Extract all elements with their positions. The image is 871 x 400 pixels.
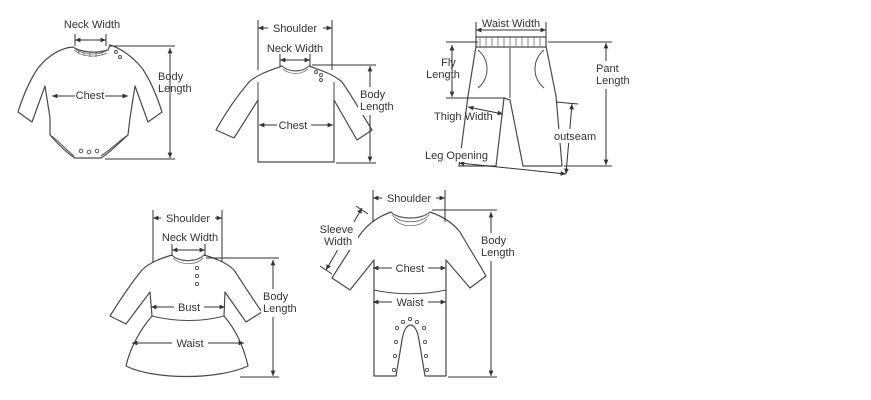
pants-thigh-width-label: Thigh Width — [434, 111, 493, 123]
dress-body-length-measure: Body Length — [206, 257, 301, 378]
sweater-shoulder-button — [319, 78, 323, 82]
dress-button — [194, 273, 200, 279]
pants-fly-length-measure: Fly Length — [426, 41, 505, 99]
dress-shoulder-label: Shoulder — [166, 213, 210, 225]
sweater-shoulder-button — [319, 73, 323, 77]
pants-leg-opening-label: Leg Opening — [425, 150, 488, 162]
sweater-shoulder-button — [314, 70, 318, 74]
dress-neck-width-measure: Neck Width — [162, 232, 218, 256]
pants-fly-length-label: Fly Length — [426, 57, 460, 81]
sweater-shoulder-measure: Shoulder — [257, 20, 333, 70]
bodysuit-button — [78, 148, 84, 154]
dress-figure — [109, 254, 263, 378]
bodysuit-body-length-label: Body Length — [158, 71, 192, 95]
romper-chest-label: Chest — [396, 263, 425, 275]
sweater-neck-width-measure: Neck Width — [267, 43, 323, 66]
pants-pockets — [477, 49, 545, 89]
romper-snap — [400, 319, 406, 325]
romper-collar — [390, 211, 431, 227]
dress-waist-measure: Waist — [132, 336, 244, 350]
romper-body-length-measure: Body Length — [432, 209, 519, 378]
bodysuit-button — [86, 149, 92, 155]
romper-shoulder-label: Shoulder — [387, 193, 431, 205]
pants-waist-width-measure: Waist Width — [475, 18, 547, 38]
romper-sleeve-width-label: Sleeve Width — [320, 224, 357, 248]
romper-snap — [394, 325, 400, 331]
romper-snap — [423, 353, 429, 359]
romper-waist-measure: Waist — [373, 295, 446, 309]
pants-pant-length-label: Pant Length — [596, 63, 630, 87]
bodysuit-shoulder-button — [118, 55, 122, 59]
romper-waist-label: Waist — [396, 297, 423, 309]
pants-thigh-width-measure: Thigh Width — [434, 105, 504, 123]
romper-body-length-label: Body Length — [481, 235, 515, 259]
bodysuit-neck-width-label: Neck Width — [64, 19, 120, 31]
sweater-body-length-label: Body Length — [360, 89, 394, 113]
dress-button — [194, 281, 200, 287]
bodysuit-neck-width-measure: Neck Width — [64, 19, 120, 46]
romper-snap — [414, 319, 420, 325]
dress-body-length-label: Body Length — [263, 291, 297, 315]
pants-waistband — [475, 36, 547, 48]
bodysuit-chest-label: Chest — [76, 90, 105, 102]
dress-bust-measure: Bust — [151, 300, 225, 314]
sweater-collar — [281, 65, 310, 74]
sweater-body-length-measure: Body Length — [312, 64, 396, 164]
romper-snap — [407, 316, 413, 322]
sweater-figure — [215, 65, 373, 163]
romper-snap — [422, 339, 428, 345]
romper-waist-seam — [373, 289, 447, 295]
sweater-neck-width-label: Neck Width — [267, 43, 323, 55]
sweater-outline — [215, 65, 373, 163]
pants-outseam-measure: outseam — [552, 101, 598, 175]
romper-snap — [391, 367, 397, 373]
dress-collar — [171, 254, 205, 265]
romper-shoulder-measure: Shoulder — [372, 190, 446, 222]
bodysuit-button — [94, 148, 100, 154]
dress-shoulder-measure: Shoulder — [152, 210, 223, 262]
dress-bust-label: Bust — [178, 302, 200, 314]
bodysuit-collar — [72, 46, 109, 57]
pants-figure — [458, 36, 563, 167]
sweater-chest-label: Chest — [279, 120, 308, 132]
dress-neck-width-label: Neck Width — [162, 232, 218, 244]
pants-pant-length-measure: Pant Length — [548, 41, 632, 167]
pants-outseam-label: outseam — [554, 131, 596, 143]
romper-sleeve-width-measure: Sleeve Width — [318, 205, 369, 275]
bodysuit-chest-measure: Chest — [52, 88, 128, 102]
romper-snap — [392, 353, 398, 359]
pants-waist-width-label: Waist Width — [482, 18, 540, 30]
dress-outline — [109, 254, 263, 378]
romper-snap — [421, 325, 427, 331]
romper-snap — [393, 339, 399, 345]
bodysuit-shoulder-button — [114, 50, 118, 54]
romper-snap — [424, 367, 430, 373]
sweater-chest-measure: Chest — [259, 118, 333, 132]
pants-leg-opening-measure: Leg Opening — [423, 148, 567, 176]
dress-button — [194, 265, 200, 271]
bodysuit-leg-openings — [49, 134, 129, 157]
bodysuit-body-length-measure: Body Length — [105, 45, 192, 160]
dress-waist-seam — [151, 315, 225, 321]
romper-chest-measure: Chest — [373, 261, 446, 275]
dress-waist-label: Waist — [176, 338, 203, 350]
sweater-shoulder-label: Shoulder — [273, 23, 317, 35]
